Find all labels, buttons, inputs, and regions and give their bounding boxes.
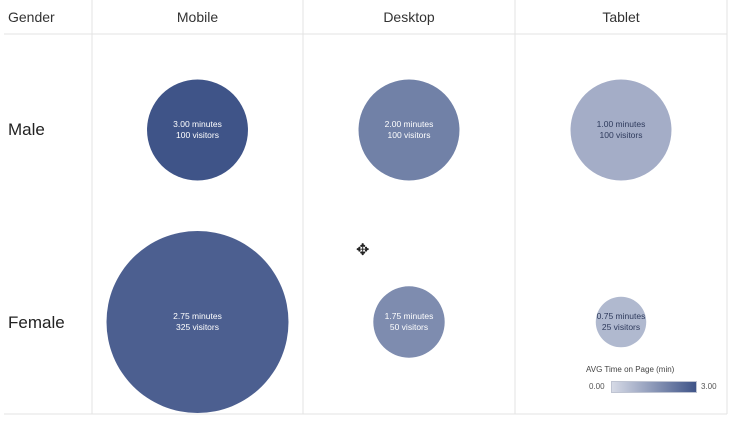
legend-max-label: 3.00 — [701, 382, 717, 391]
row-label-male: Male — [8, 120, 45, 139]
bubble-female-mobile[interactable] — [106, 231, 289, 413]
bubble-label-minutes: 1.00 minutes — [597, 119, 646, 129]
bubble-label-minutes: 0.75 minutes — [597, 311, 646, 321]
bubble-label-minutes: 2.00 minutes — [385, 119, 434, 129]
move-cursor-icon: ✥ — [356, 242, 370, 259]
bubble-male-mobile[interactable] — [147, 79, 248, 181]
column-header-desktop: Desktop — [383, 9, 435, 25]
bubble-label-minutes: 2.75 minutes — [173, 311, 222, 321]
bubble-label-minutes: 3.00 minutes — [173, 119, 222, 129]
bubble-label-visitors: 25 visitors — [602, 322, 640, 332]
bubble-label-visitors: 100 visitors — [600, 130, 643, 140]
bubble-label-visitors: 50 visitors — [390, 322, 428, 332]
column-header-mobile: Mobile — [176, 9, 219, 25]
bubble-female-desktop[interactable] — [373, 286, 445, 358]
legend-title: AVG Time on Page (min) — [586, 365, 675, 374]
legend-color-ramp — [611, 381, 697, 393]
row-label-female: Female — [8, 313, 65, 332]
bubble-label-visitors: 100 visitors — [176, 130, 219, 140]
bubble-male-desktop[interactable] — [358, 79, 460, 181]
column-header-tablet: Tablet — [602, 9, 640, 25]
bubble-label-visitors: 325 visitors — [176, 322, 219, 332]
bubble-label-minutes: 1.75 minutes — [385, 311, 434, 321]
bubble-female-tablet[interactable] — [595, 296, 647, 348]
row-dimension-header: Gender — [8, 9, 55, 25]
bubble-label-visitors: 100 visitors — [388, 130, 431, 140]
bubble-male-tablet[interactable] — [570, 79, 672, 181]
legend-min-label: 0.00 — [589, 382, 605, 391]
